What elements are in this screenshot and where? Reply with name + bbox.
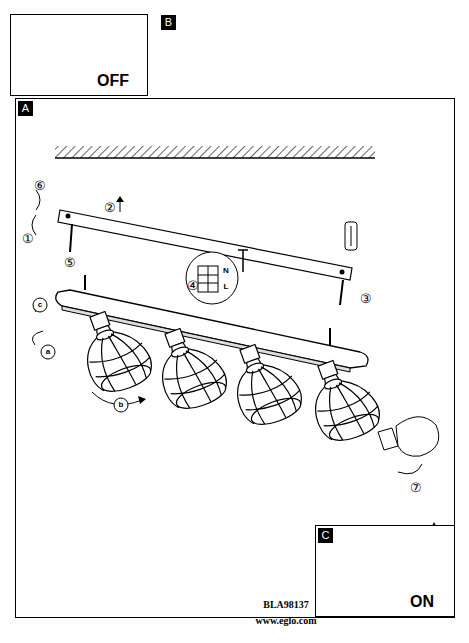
website: www.eglo.com <box>255 616 316 626</box>
callout-number: ④ <box>187 279 199 292</box>
step-letter: B <box>161 15 176 30</box>
model-number: BLA98137 <box>263 600 309 610</box>
switch-label: ON <box>410 594 434 610</box>
callout-number: ⑤ <box>64 256 76 269</box>
callout-number: ① <box>22 232 34 245</box>
terminal-label: L <box>224 283 229 291</box>
callout-letter: b <box>119 401 124 409</box>
step-letter: C <box>318 528 333 543</box>
callout-number: ② <box>104 201 116 214</box>
step-panel: BOFF <box>10 14 148 96</box>
callout-number: ③ <box>360 292 372 305</box>
callout-letter: c <box>38 301 42 309</box>
callout-number: ⑥ <box>34 179 46 192</box>
step-letter: A <box>18 101 33 116</box>
callout-letter: a <box>46 348 50 356</box>
step-panel: C ON <box>315 525 455 617</box>
callout-number: ⑦ <box>410 481 422 494</box>
terminal-label: N <box>223 267 229 275</box>
switch-label: OFF <box>97 73 129 89</box>
